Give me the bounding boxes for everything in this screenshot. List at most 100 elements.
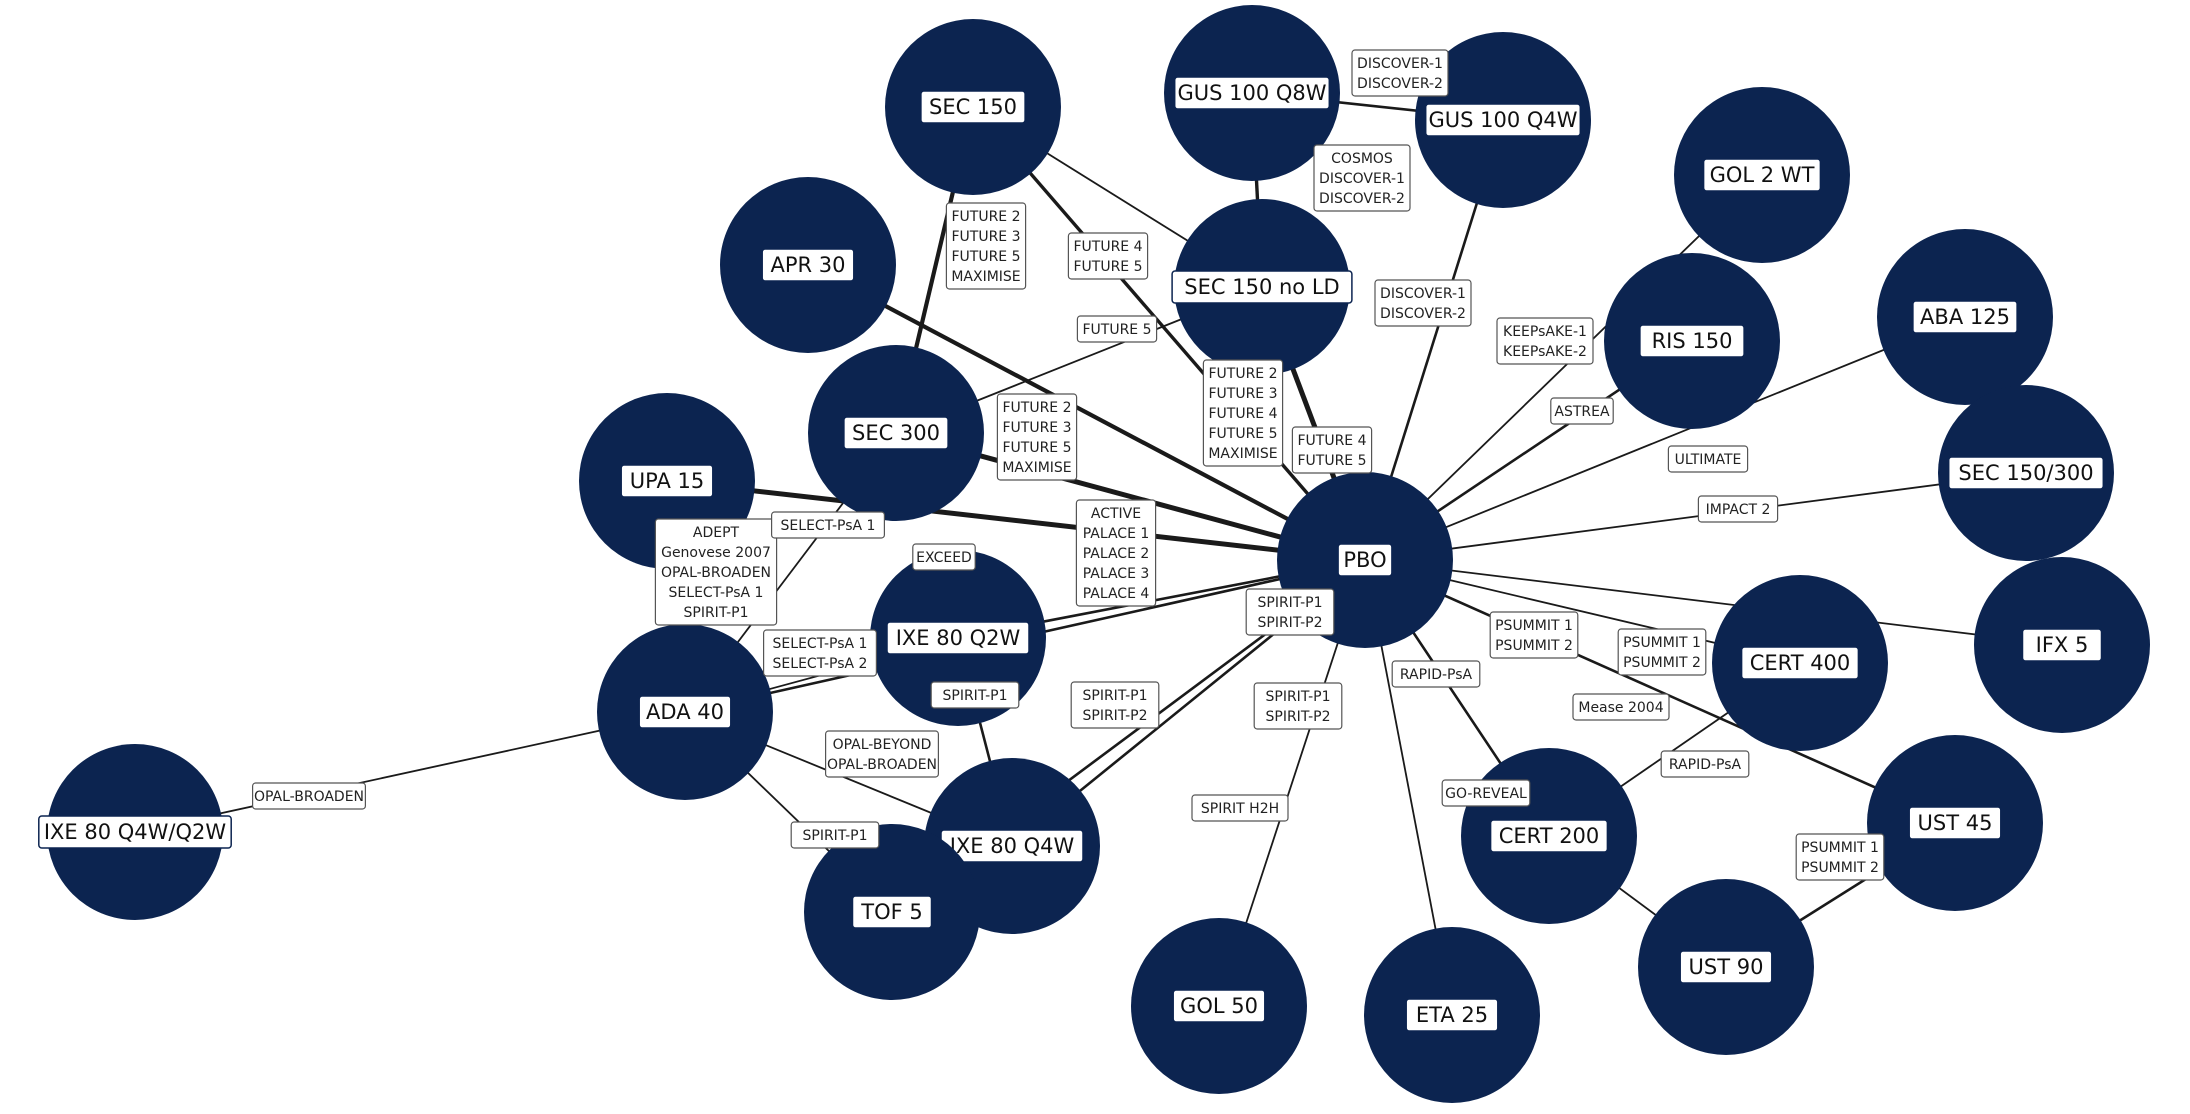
edge-label-box	[1667, 445, 1749, 473]
edge-label-text: FUTURE 4	[1208, 406, 1277, 422]
node-eta25[interactable]: ETA 25	[1364, 927, 1540, 1103]
edge-label-text: PALACE 2	[1083, 546, 1150, 562]
edge-label-text: EXCEED	[916, 550, 972, 566]
node-label: ABA 125	[1920, 305, 2010, 329]
node-gus100q4w[interactable]: GUS 100 Q4W	[1415, 32, 1591, 208]
edge-label-text: SELECT-PsA 2	[773, 656, 868, 672]
node-label: IFX 5	[2036, 633, 2089, 657]
edge-label: SELECT-PsA 1	[770, 511, 885, 539]
node-label: IXE 80 Q2W	[896, 626, 1021, 650]
edge-ust45-pbo	[1364, 558, 1956, 825]
edge-label-text: SELECT-PsA 1	[781, 518, 876, 534]
edge-label-box	[790, 821, 880, 849]
node-ada40[interactable]: ADA 40	[597, 624, 773, 800]
node-label-box	[1405, 998, 1499, 1032]
node-gus100q8w[interactable]: GUS 100 Q8W	[1164, 5, 1340, 181]
node-sec150300[interactable]: SEC 150/300	[1938, 385, 2114, 561]
node-ust90[interactable]: UST 90	[1638, 879, 1814, 1055]
edge-ifx5-pbo	[1364, 559, 2063, 646]
edge-label: SPIRIT-P1	[930, 681, 1020, 709]
edge-label: Mease 2004	[1572, 693, 1670, 721]
node-sec300[interactable]: SEC 300	[808, 345, 984, 521]
edge-label-text: FUTURE 2	[1208, 366, 1277, 382]
edge-label-text: KEEPsAKE-2	[1503, 344, 1587, 360]
node-sec150[interactable]: SEC 150	[885, 19, 1061, 195]
edge-label: OPAL-BROADEN	[252, 782, 367, 810]
edge-label-box	[1391, 660, 1481, 688]
edge-label-text: PSUMMIT 1	[1495, 618, 1573, 634]
edge-sec150-pbo	[971, 105, 1367, 562]
edge-label-text: FUTURE 5	[1297, 453, 1366, 469]
node-tof5[interactable]: TOF 5	[804, 824, 980, 1000]
edge-label-text: Mease 2004	[1578, 700, 1663, 716]
edge-label-text: MAXIMISE	[1002, 460, 1071, 476]
node-cert400[interactable]: CERT 400	[1712, 575, 1888, 751]
edge-label-text: SPIRIT-P2	[1266, 709, 1331, 725]
node-label: RIS 150	[1652, 329, 1733, 353]
node-gol50[interactable]: GOL 50	[1131, 918, 1307, 1094]
edge-labels-layer: DISCOVER-1DISCOVER-2COSMOSDISCOVER-1DISC…	[252, 49, 1885, 881]
node-sec150nold[interactable]: SEC 150 no LD	[1171, 199, 1353, 375]
edge-upa15-pbo	[666, 478, 1366, 563]
edge-label-text: SPIRIT-P2	[1083, 708, 1148, 724]
node-apr30[interactable]: APR 30	[720, 177, 896, 353]
edge-label-text: Genovese 2007	[661, 545, 771, 561]
edge-label-text: DISCOVER-2	[1357, 76, 1443, 92]
node-label: PBO	[1343, 548, 1386, 572]
edge-label-text: GO-REVEAL	[1445, 786, 1527, 802]
node-label-box	[1912, 300, 2018, 334]
edge-label: EXCEED	[912, 543, 976, 571]
node-ixe80q4wq2w[interactable]: IXE 80 Q4W/Q2W	[38, 744, 232, 920]
edge-label-box	[1291, 426, 1373, 474]
node-ris150[interactable]: RIS 150	[1604, 253, 1780, 429]
edge-label: RAPID-PsA	[1660, 750, 1750, 778]
edge-label-text: SPIRIT-P1	[1266, 689, 1331, 705]
node-cert200[interactable]: CERT 200	[1461, 748, 1637, 924]
edge-label-box	[1441, 779, 1531, 807]
nodes-layer: PBO SEC 150 GUS 100 Q8W GUS 100 Q4W GOL 2 WT…	[38, 5, 2150, 1103]
edge-label-text: PALACE 4	[1083, 586, 1150, 602]
node-ust45[interactable]: UST 45	[1867, 735, 2043, 911]
edge-label: IMPACT 2	[1697, 495, 1779, 523]
edge-label-box	[654, 518, 778, 626]
node-aba125[interactable]: ABA 125	[1877, 229, 2053, 405]
edge-label-box	[1075, 499, 1157, 607]
node-ifx5[interactable]: IFX 5	[1974, 557, 2150, 733]
node-label-box	[761, 248, 855, 282]
edge-label-text: FUTURE 2	[951, 209, 1020, 225]
edge-label-text: SPIRIT-P1	[803, 828, 868, 844]
edge-label-text: OPAL-BROADEN	[661, 565, 771, 581]
edge-label: FUTURE 5	[1076, 315, 1158, 343]
edge-label-box	[930, 681, 1020, 709]
node-label: GOL 2 WT	[1710, 163, 1815, 187]
node-label: UST 45	[1918, 811, 1993, 835]
edge-label-text: MAXIMISE	[1208, 446, 1277, 462]
edge-label-box	[770, 511, 885, 539]
edge-label-text: FUTURE 5	[1073, 259, 1142, 275]
edge-label-text: ACTIVE	[1091, 506, 1141, 522]
edge-aba125-pbo	[1364, 316, 1966, 561]
edge-label-text: FUTURE 2	[1002, 400, 1071, 416]
node-label-box	[1679, 950, 1773, 984]
edge-label-text: SELECT-PsA 1	[669, 585, 764, 601]
node-label-box	[1740, 646, 1860, 680]
edge-label-text: SPIRIT H2H	[1201, 801, 1279, 817]
node-label: GUS 100 Q8W	[1177, 81, 1326, 105]
edge-label: ASTREA	[1550, 397, 1614, 425]
node-label-box	[1424, 103, 1582, 137]
node-gol2wt[interactable]: GOL 2 WT	[1674, 87, 1850, 263]
node-label: SEC 300	[852, 421, 940, 445]
edge-label-text: PSUMMIT 2	[1801, 860, 1879, 876]
edge-label-text: SPIRIT-P1	[1258, 595, 1323, 611]
node-label: GUS 100 Q4W	[1428, 108, 1577, 132]
